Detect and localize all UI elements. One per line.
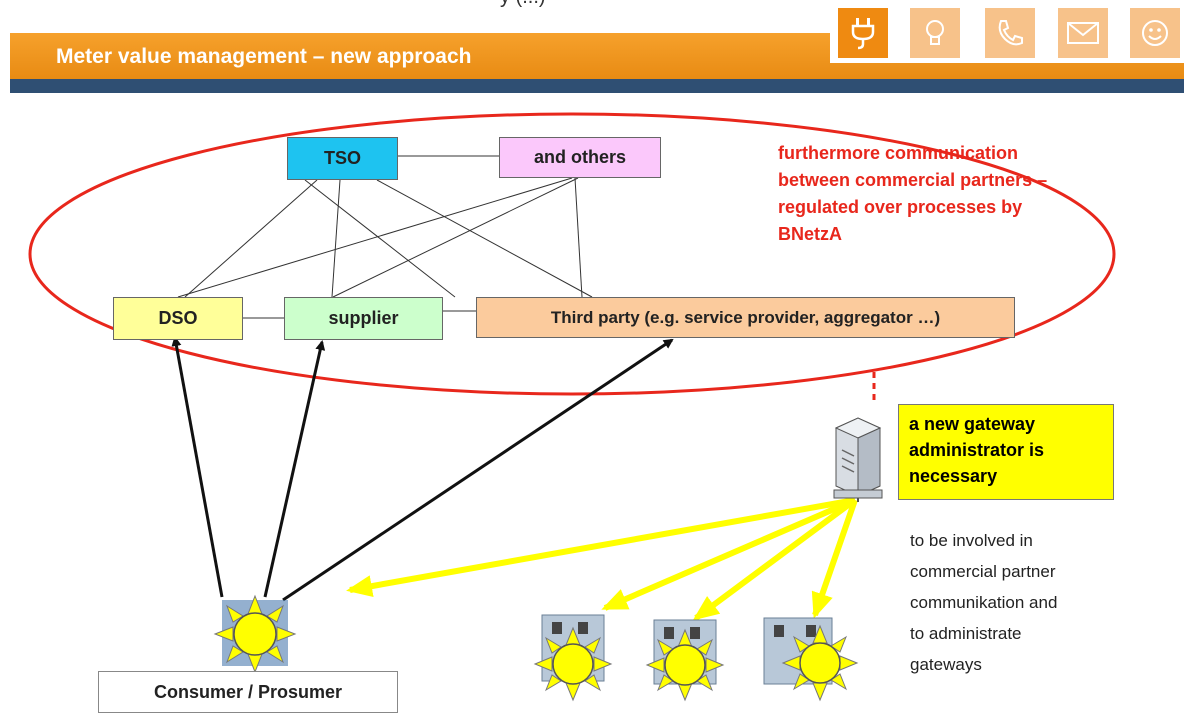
arrow-consumer-dso: [171, 336, 224, 598]
red-annotation-line: regulated over processes by: [778, 197, 1023, 217]
nav-tab-plug[interactable]: [838, 8, 888, 58]
line-others-dso: [177, 177, 573, 298]
line-tso-supplier-right: [304, 179, 456, 298]
meter-sun-icon-2: [645, 619, 725, 702]
arrow-gateway-meter-1: [601, 497, 857, 611]
line-others-third: [574, 177, 583, 298]
face-icon: [1142, 20, 1168, 46]
market-ellipse: [28, 112, 1116, 396]
node-dso: DSO: [113, 297, 243, 340]
nav-tab-mail[interactable]: [1058, 8, 1108, 58]
arrow-consumer-third: [282, 338, 674, 602]
nav-tab-phone[interactable]: [985, 8, 1035, 58]
meter-sun-icon-3: [763, 617, 859, 702]
mail-icon: [1067, 22, 1099, 44]
arrow-gateway-consumer: [346, 497, 856, 597]
gateway-note: to be involved in commercial partner com…: [910, 525, 1057, 680]
red-annotation-line: furthermore communication: [778, 143, 1019, 163]
plug-icon: [851, 18, 875, 50]
connector-lines: [177, 155, 593, 319]
arrow-consumer-supplier: [263, 340, 326, 598]
gateway-note-line: communikation and: [910, 593, 1058, 612]
gateway-note-line: to administrate: [910, 624, 1022, 643]
clipped-top-text: y (...): [500, 0, 620, 16]
red-annotation-line: between commercial partners –: [778, 170, 1048, 190]
gateway-note-line: to be involved in: [910, 531, 1033, 550]
gateway-note-line: gateways: [910, 655, 982, 674]
node-consumer: Consumer / Prosumer: [98, 671, 398, 713]
bulb-icon: [926, 20, 944, 45]
arrow-gateway-meter-3: [811, 499, 858, 619]
consumer-arrows: [171, 336, 674, 602]
node-others: and others: [499, 137, 661, 178]
gateway-admin-line: a new gateway: [909, 414, 1036, 434]
phone-icon: [998, 20, 1023, 46]
node-tso: TSO: [287, 137, 398, 180]
arrow-gateway-meter-2: [692, 497, 857, 621]
nav-tab-face[interactable]: [1130, 8, 1180, 58]
gateway-admin-box: a new gateway administrator is necessary: [898, 404, 1114, 500]
gateway-note-line: commercial partner: [910, 562, 1056, 581]
consumer-sun-icon: [213, 594, 297, 674]
node-third-party: Third party (e.g. service provider, aggr…: [476, 297, 1015, 338]
gateway-admin-line: administrator is: [909, 440, 1045, 460]
line-tso-third: [376, 179, 593, 298]
meter-sun-icon-1: [533, 614, 613, 702]
header-stripe: [10, 79, 1184, 93]
page-title: Meter value management – new approach: [56, 45, 472, 68]
nav-tab-bulb[interactable]: [910, 8, 960, 58]
red-annotation-line: BNetzA: [778, 224, 843, 244]
red-annotation: furthermore communication between commer…: [778, 140, 1047, 248]
node-supplier: supplier: [284, 297, 443, 340]
line-tso-dso: [184, 179, 318, 298]
line-tso-supplier: [331, 179, 341, 298]
gateway-arrows: [346, 497, 858, 621]
line-others-supplier: [332, 177, 579, 298]
server-icon: [833, 417, 883, 502]
gateway-admin-line: necessary: [909, 466, 998, 486]
